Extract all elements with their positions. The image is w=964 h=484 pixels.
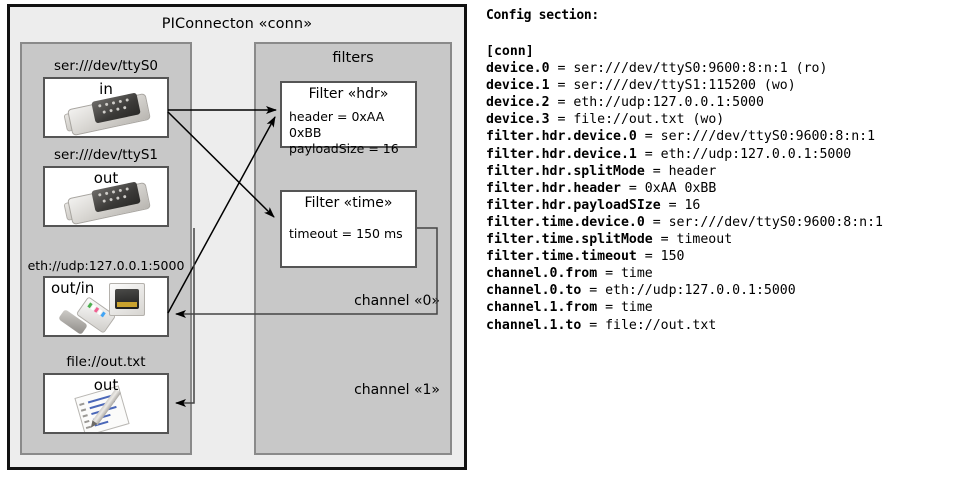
config-line-value: = ser:///dev/ttyS0:9600:8:n:1 [636, 129, 876, 145]
config-line: filter.hdr.device.1 = eth://udp:127.0.0.… [486, 146, 883, 163]
config-line-key: filter.time.device.0 [486, 214, 645, 230]
config-line: filter.hdr.header = 0xAA 0xBB [486, 180, 883, 197]
config-line-value: = timeout [652, 232, 733, 248]
device-label-ttyS0: ser:///dev/ttyS0 [54, 58, 158, 74]
config-line: channel.1.to = file://out.txt [486, 317, 883, 334]
config-section: Config section: [conn]device.0 = ser:///… [482, 0, 964, 484]
config-line: filter.hdr.device.0 = ser:///dev/ttyS0:9… [486, 128, 883, 145]
filter-prop: payloadSize = 16 [289, 141, 399, 156]
config-line: channel.0.from = time [486, 265, 883, 282]
config-line-key: channel.1.to [486, 317, 582, 333]
wire-ttyS0-to-filter-time [167, 111, 275, 218]
config-line-key: filter.hdr.device.0 [486, 129, 637, 145]
config-line: filter.time.device.0 = ser:///dev/ttyS0:… [486, 214, 883, 231]
wire-channel-0 [175, 227, 438, 318]
device-node-eth[interactable]: out/in [43, 276, 169, 337]
diagram-title: PIConnecton «conn» [161, 16, 313, 32]
config-line: channel.0.to = eth://udp:127.0.0.1:5000 [486, 282, 883, 299]
config-line-value: = ser:///dev/ttyS0:9600:8:n:1 (ro) [549, 61, 828, 77]
device-group-eth: eth://udp:127.0.0.1:5000 out/in [22, 258, 190, 337]
config-line-value: = file://out.txt (wo) [549, 112, 725, 128]
device-label-eth: eth://udp:127.0.0.1:5000 [27, 258, 185, 273]
config-line-value: = 16 [660, 197, 701, 213]
filter-prop: header = 0xAA 0xBB [289, 109, 385, 140]
filter-title-hdr: Filter «hdr» [308, 86, 389, 102]
device-group-ttyS1: ser:///dev/ttyS1 out [22, 147, 190, 227]
config-line-value: = header [644, 163, 717, 179]
device-node-ttyS1[interactable]: out [43, 166, 169, 227]
device-io-tag-ttyS0: in [99, 80, 113, 98]
config-line-key: [conn] [486, 44, 534, 59]
wire-channel-1 [175, 228, 195, 407]
config-line-key: filter.time.splitMode [486, 232, 653, 248]
filter-node-time[interactable]: Filter «time» timeout = 150 ms [280, 190, 417, 268]
config-line-value: = file://out.txt [581, 317, 717, 333]
device-io-tag-ttyS1: out [93, 169, 119, 187]
config-line: filter.hdr.payloadSIze = 16 [486, 197, 883, 214]
wire-eth-to-filter-hdr [167, 116, 276, 314]
filters-panel-title: filters [332, 50, 374, 66]
config-line-key: channel.0.from [486, 266, 598, 282]
config-line-key: device.2 [486, 95, 550, 111]
config-line: filter.hdr.splitMode = header [486, 163, 883, 180]
device-io-tag-file: out [93, 376, 119, 394]
channel-label-0: channel «0» [354, 293, 440, 309]
filter-title-time: Filter «time» [304, 195, 393, 211]
config-line: [conn] [486, 43, 883, 60]
filter-props-hdr: header = 0xAA 0xBB payloadSize = 16 [289, 109, 415, 157]
config-line-value: = time [597, 266, 653, 282]
devices-panel: ser:///dev/ttyS0 in ser:///dev/ttyS1 out [20, 42, 192, 455]
config-line-value: = 150 [636, 249, 685, 265]
config-line-value: = eth://udp:127.0.0.1:5000 [549, 95, 764, 111]
config-line-key: filter.hdr.header [486, 180, 621, 196]
config-line-key: filter.hdr.device.1 [486, 146, 637, 162]
config-line-key: filter.hdr.payloadSIze [486, 197, 661, 213]
config-line-key: device.1 [486, 78, 550, 94]
channel-label-1: channel «1» [354, 382, 440, 398]
device-node-ttyS0[interactable]: in [43, 77, 169, 138]
connection-diagram: PIConnecton «conn» ser:///dev/ttyS0 in s… [0, 0, 478, 484]
config-line-key: device.3 [486, 112, 550, 128]
device-io-tag-eth: out/in [51, 279, 95, 297]
config-line: filter.time.splitMode = timeout [486, 231, 883, 248]
config-line: device.1 = ser:///dev/ttyS1:115200 (wo) [486, 77, 883, 94]
config-line-value: = eth://udp:127.0.0.1:5000 [581, 283, 796, 299]
config-line-value: = 0xAA 0xBB [620, 180, 717, 196]
config-line-key: channel.1.from [486, 300, 598, 316]
config-line-value: = eth://udp:127.0.0.1:5000 [636, 146, 852, 162]
config-line-key: filter.time.timeout [486, 249, 637, 265]
config-line-value: = ser:///dev/ttyS0:9600:8:n:1 [644, 214, 883, 230]
config-line-value: = time [597, 300, 653, 316]
config-line-key: device.0 [486, 61, 550, 77]
filter-prop: timeout = 150 ms [289, 226, 403, 241]
device-group-file: file://out.txt out [22, 354, 190, 434]
config-line: filter.time.timeout = 150 [486, 248, 883, 265]
wire-layer [167, 106, 438, 407]
device-node-file[interactable]: out [43, 373, 169, 434]
device-label-file: file://out.txt [66, 354, 146, 370]
filter-node-hdr[interactable]: Filter «hdr» header = 0xAA 0xBB payloadS… [280, 81, 417, 156]
config-line: channel.1.from = time [486, 299, 883, 316]
config-line-value: = ser:///dev/ttyS1:115200 (wo) [549, 78, 796, 94]
filter-props-time: timeout = 150 ms [289, 226, 403, 242]
device-label-ttyS1: ser:///dev/ttyS1 [54, 147, 158, 163]
config-text: [conn]device.0 = ser:///dev/ttyS0:9600:8… [486, 43, 883, 334]
config-line-key: filter.hdr.splitMode [486, 163, 645, 179]
ethernet-jack-icon [53, 282, 167, 335]
config-heading: Config section: [486, 8, 599, 23]
config-line-key: channel.0.to [486, 283, 582, 299]
config-line: device.2 = eth://udp:127.0.0.1:5000 [486, 94, 883, 111]
config-line: device.0 = ser:///dev/ttyS0:9600:8:n:1 (… [486, 60, 883, 77]
config-line: device.3 = file://out.txt (wo) [486, 111, 883, 128]
device-group-ttyS0: ser:///dev/ttyS0 in [22, 58, 190, 138]
